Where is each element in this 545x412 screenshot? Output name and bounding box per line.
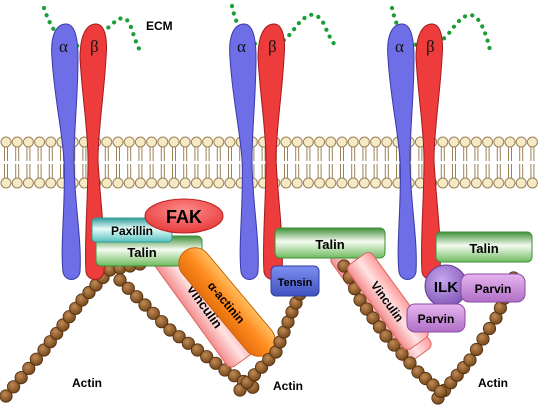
tensin: Tensin — [270, 265, 320, 297]
parvin-right: Parvin — [460, 273, 526, 303]
talin-3-label: Talin — [469, 241, 498, 256]
integrin-beta-subunit — [79, 23, 107, 280]
integrin-beta-label: β — [268, 37, 277, 56]
actin-label-3: Actin — [478, 376, 508, 390]
talin-3: Talin — [435, 231, 533, 263]
talin-2: Talin — [274, 227, 386, 259]
parvin-bottom: Parvin — [406, 303, 466, 333]
paxillin-label: Paxillin — [111, 224, 153, 238]
talin-1-label: Talin — [127, 245, 156, 260]
ilk-label: ILK — [434, 279, 458, 296]
actin-label-1: Actin — [72, 376, 102, 390]
integrin-alpha-label: α — [237, 37, 246, 56]
parvin-bottom-label: Parvin — [418, 312, 455, 326]
panel-3: α β Vinculin Talin ILK Parvin Parvin Act… — [337, 23, 533, 405]
integrin-beta-label: β — [90, 37, 99, 56]
integrin-alpha-subunit — [229, 23, 259, 280]
talin-2-label: Talin — [315, 237, 344, 252]
actin-label-2: Actin — [273, 379, 303, 393]
panel-1: α β Vinculin Talin Paxillin FAK α-actini… — [0, 23, 276, 403]
integrin-alpha-label: α — [395, 37, 404, 56]
integrin-alpha-subunit — [51, 23, 81, 280]
integrin-alpha-subunit — [387, 23, 417, 280]
integrin-beta-label: β — [426, 37, 435, 56]
ecm-label: ECM — [146, 19, 173, 33]
ecm-fiber-2 — [229, 3, 339, 49]
parvin-right-label: Parvin — [475, 282, 512, 296]
actin-filament-3b — [337, 259, 448, 399]
tensin-label: Tensin — [278, 277, 313, 289]
fak: FAK — [144, 198, 224, 234]
fak-label: FAK — [166, 207, 202, 227]
integrin-alpha-label: α — [59, 37, 68, 56]
